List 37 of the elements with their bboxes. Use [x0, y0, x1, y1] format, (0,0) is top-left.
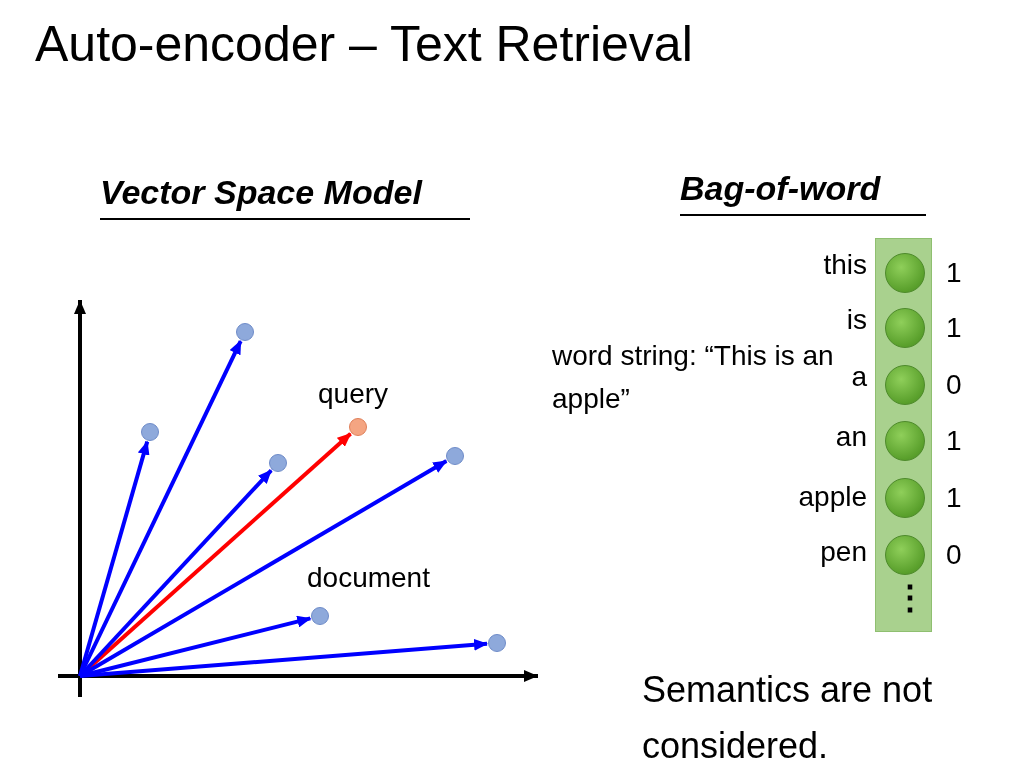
word-label: an [835, 420, 867, 454]
vector-point [349, 418, 367, 436]
count-value: 1 [946, 256, 962, 290]
vector-arrow [79, 638, 489, 678]
word-label: pen [820, 535, 867, 569]
section-heading: Bag-of-word [680, 168, 881, 209]
vector-arrow [78, 468, 273, 678]
vector-point [488, 634, 506, 652]
vector-bar [875, 238, 932, 632]
vector-point [236, 323, 254, 341]
word-neuron [885, 535, 925, 575]
word-label: is [846, 303, 867, 337]
vector-point [141, 423, 159, 441]
word-label: apple [798, 480, 867, 514]
input-text: word string: “This is an apple” [552, 339, 835, 417]
count-value: 0 [946, 368, 962, 402]
word-neuron [885, 253, 925, 293]
section-heading: Vector Space Model [100, 172, 422, 213]
count-value: 1 [946, 424, 962, 458]
vector-point [311, 607, 329, 625]
count-value: 0 [946, 538, 962, 572]
point-label: query [318, 377, 389, 411]
word-label: a [851, 360, 867, 394]
word-neuron [885, 308, 925, 348]
point-label: document [307, 561, 430, 595]
vector-arrow [78, 440, 150, 677]
note-text: Semantics are not considered. [642, 668, 934, 768]
count-value: 1 [946, 311, 962, 345]
ellipsis-text: ⋮ [893, 580, 927, 614]
word-neuron [885, 478, 925, 518]
vector-point [446, 447, 464, 465]
word-neuron [885, 365, 925, 405]
word-label: this [823, 248, 867, 282]
slide-title: Auto-encoder – Text Retrieval [35, 15, 693, 74]
count-value: 1 [946, 481, 962, 515]
word-neuron [885, 421, 925, 461]
vector-point [269, 454, 287, 472]
